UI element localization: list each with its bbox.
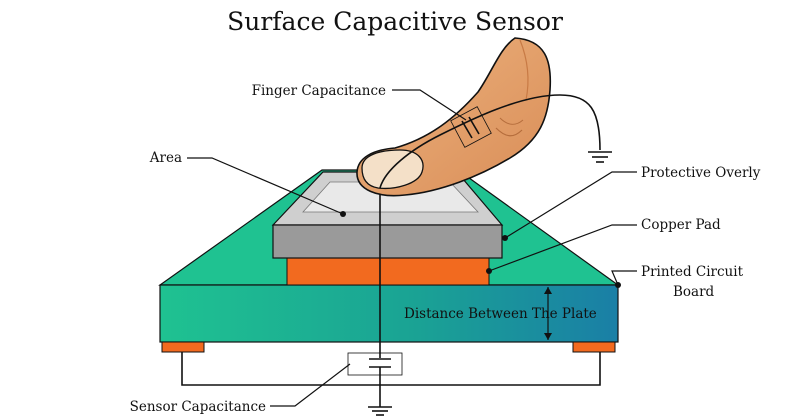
pcb-leader-dot <box>615 282 621 288</box>
finger-capacitor-plate-2 <box>468 116 480 135</box>
overlay-front-face <box>272 224 503 259</box>
finger-capacitor-plate-1 <box>461 120 473 139</box>
diagram-title: Surface Capacitive Sensor <box>227 7 563 36</box>
protective-overly-leader <box>504 171 637 239</box>
area-leader <box>187 157 344 215</box>
pcb-front-slab <box>159 284 619 343</box>
finger-capacitor-box <box>450 106 492 148</box>
copper-pad-leader <box>488 224 637 272</box>
pcb-label-line1: Printed Circuit <box>641 264 744 280</box>
finger-capacitance-label: Finger Capacitance <box>252 83 386 99</box>
sensor-capacitance-label: Sensor Capacitance <box>130 399 266 415</box>
copper-pad <box>286 257 490 286</box>
protective-overly-label: Protective Overly <box>641 165 761 181</box>
pcb-label-line2: Board <box>673 284 715 300</box>
pcb-leader <box>611 270 637 286</box>
distance-arrow-down <box>544 333 552 340</box>
copper-pad-leader-dot <box>486 268 492 274</box>
finger-capacitance-leader <box>392 89 467 121</box>
copper-pad-label: Copper Pad <box>641 217 721 233</box>
distance-label: Distance Between The Plate <box>404 306 597 322</box>
sensor-capacitance-leader <box>270 363 351 407</box>
bottom-copper-pad-left <box>161 341 205 353</box>
finger-illustration <box>356 37 552 197</box>
protective-overly-leader-dot <box>502 235 508 241</box>
area-leader-dot <box>340 211 346 217</box>
distance-arrow-up <box>544 287 552 294</box>
finger-wire <box>379 94 601 189</box>
sensor-capacitor-box <box>347 352 403 376</box>
sensor-circuit-loop <box>181 352 601 386</box>
bottom-copper-pad-right <box>572 341 616 353</box>
area-label: Area <box>149 150 182 166</box>
